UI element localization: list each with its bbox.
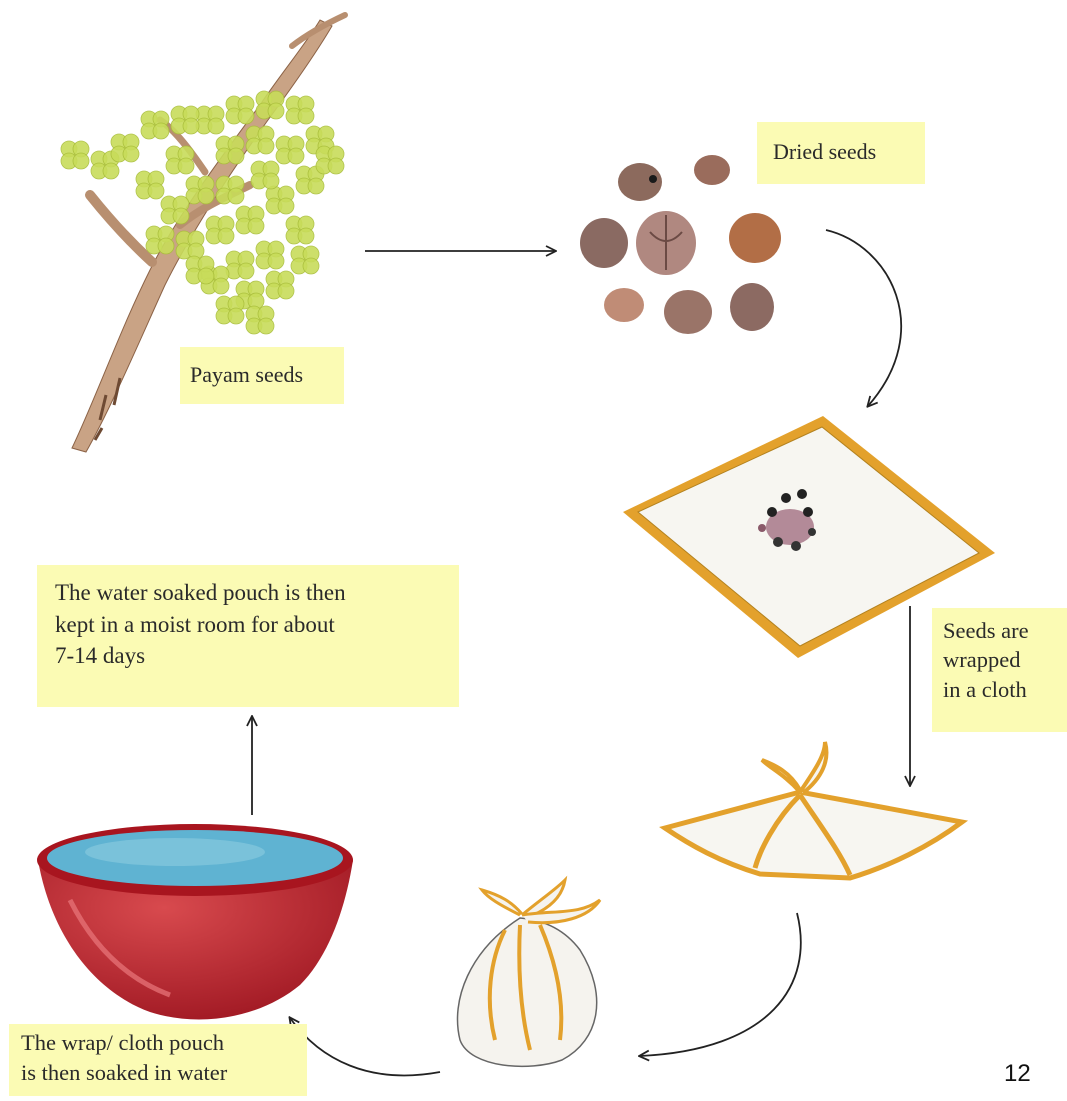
seed-cluster [266,271,294,299]
seed-cluster [196,106,224,134]
cloth-pouch-illustration [458,880,601,1066]
seed-cluster [161,196,189,224]
arrow-gather-to-pouch [640,913,801,1056]
seed-cluster [276,136,304,164]
seed-cluster [286,96,314,124]
seed-cluster [251,161,279,189]
seed-cluster [246,126,274,154]
page-number: 12 [1004,1060,1031,1088]
arrow-pouch-to-bowl [290,1018,440,1075]
seed-cluster [61,141,89,169]
seed-cluster [286,216,314,244]
seed-cluster [236,206,264,234]
soaked-in-water-label: The wrap/ cloth pouch is then soaked in … [9,1024,307,1096]
dried-seeds-label: Dried seeds [757,122,925,184]
seed-cluster [216,176,244,204]
seed-cluster [111,134,139,162]
seed-cluster [171,106,199,134]
seed-cluster [216,296,244,324]
dried-seeds-illustration [580,155,781,334]
seed-cluster [226,96,254,124]
water-bowl-illustration [37,824,353,1019]
moist-room-label: The water soaked pouch is then kept in a… [37,565,459,707]
arrow-dried-to-cloth [826,230,901,406]
seeds-wrapped-label: Seeds are wrapped in a cloth [932,608,1067,732]
seed-cluster [206,216,234,244]
seed-cluster [176,231,204,259]
seed-cluster [316,146,344,174]
seed-cluster [141,111,169,139]
cloth-gathering-illustration [665,742,962,878]
seed-cluster [186,256,214,284]
seed-cluster [266,186,294,214]
seed-cluster [291,246,319,274]
seed-cluster [136,171,164,199]
seed-cluster [246,306,274,334]
seed-cluster [256,241,284,269]
seed-cluster [226,251,254,279]
payam-seeds-label: Payam seeds [180,347,344,404]
seed-cluster [146,226,174,254]
seed-cluster [166,146,194,174]
